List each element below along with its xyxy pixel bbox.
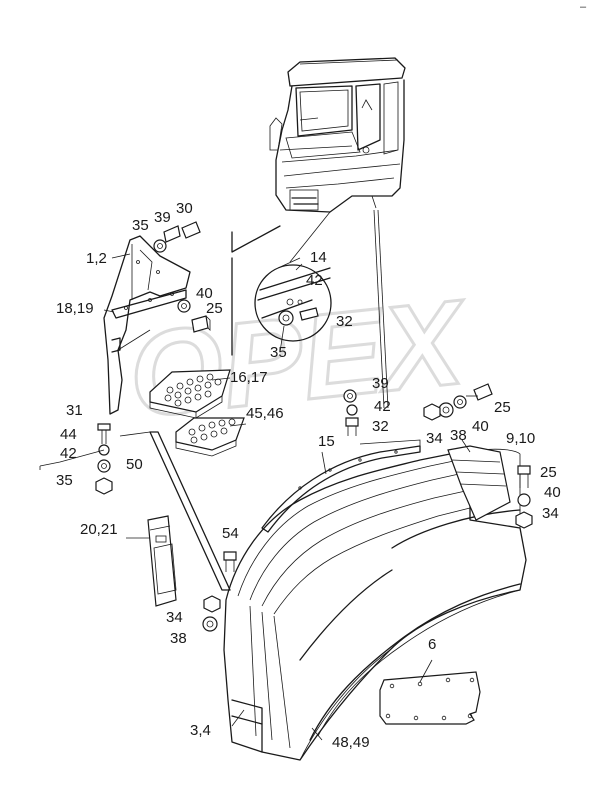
step-upper	[149, 369, 231, 419]
callout-3-4: 3,4	[190, 722, 211, 739]
callout-42-right: 42	[374, 398, 391, 415]
callout-25-right: 25	[494, 399, 511, 416]
guide-lines	[231, 209, 389, 409]
callout-38: 38	[450, 427, 467, 444]
callout-20-21: 20,21	[80, 521, 118, 538]
callout-38-bottom: 38	[170, 630, 187, 647]
callout-18-19: 18,19	[56, 300, 94, 317]
fender-strip	[261, 439, 421, 533]
front-fender	[223, 448, 527, 761]
callout-39-right: 39	[372, 375, 389, 392]
callout-1-2: 1,2	[86, 250, 107, 267]
callout-25-lower: 25	[540, 464, 557, 481]
callout-40-lower: 40	[544, 484, 561, 501]
side-bracket	[147, 515, 177, 607]
fasteners-left	[39, 423, 231, 591]
callout-42-left: 42	[60, 445, 77, 462]
truck-cab	[269, 57, 406, 213]
fasteners-top	[153, 221, 211, 333]
corner-mark: –	[580, 1, 587, 13]
callout-34-bottom: 34	[166, 609, 183, 626]
callout-35-left: 35	[56, 472, 73, 489]
mounting-plate	[379, 671, 481, 725]
callout-14: 14	[310, 249, 327, 266]
callout-labels: 30 39 35 1,2 40 18,19 25 14 42 32 35 16,…	[56, 200, 561, 751]
leader-lines	[103, 253, 471, 741]
callout-32-right: 32	[372, 418, 389, 435]
callout-35: 35	[132, 217, 149, 234]
callout-48-49: 48,49	[332, 734, 370, 751]
callout-42: 42	[306, 272, 323, 289]
callout-25: 25	[206, 300, 223, 317]
callout-31: 31	[66, 402, 83, 419]
callout-39: 39	[154, 209, 171, 226]
callout-40-right: 40	[472, 418, 489, 435]
callout-35-detail: 35	[270, 344, 287, 361]
callout-15: 15	[318, 433, 335, 450]
fender-extension	[447, 445, 511, 521]
callout-30: 30	[176, 200, 193, 217]
fasteners-right	[343, 383, 533, 529]
callout-16-17: 16,17	[230, 369, 268, 386]
step-lower	[175, 417, 245, 457]
callout-44: 44	[60, 426, 77, 443]
callout-54: 54	[222, 525, 239, 542]
mudguard-bracket	[103, 235, 191, 415]
callout-6: 6	[428, 636, 436, 653]
callout-34: 34	[426, 430, 443, 447]
callout-9-10: 9,10	[506, 430, 535, 447]
callout-32: 32	[336, 313, 353, 330]
callout-40: 40	[196, 285, 213, 302]
callout-45-46: 45,46	[246, 405, 284, 422]
callout-34-lower: 34	[542, 505, 559, 522]
detail-circle	[254, 264, 332, 342]
fasteners-bottom-left	[202, 551, 237, 632]
callout-50: 50	[126, 456, 143, 473]
